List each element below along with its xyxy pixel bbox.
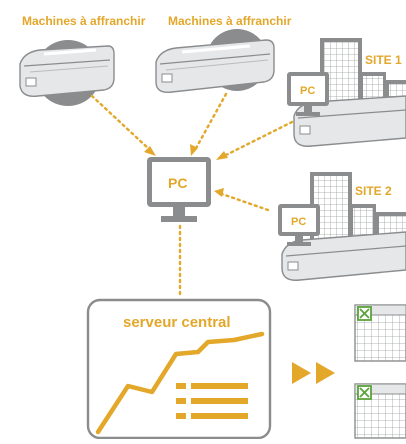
franking-machine-icon [281,231,406,281]
central-server-box: serveur central [86,298,272,440]
franking-machine-icon [293,95,406,147]
checkbox-icon [357,306,372,321]
pc-monitor-icon: PC [287,72,329,116]
machine-label-left: Machines à affranchir [22,14,146,28]
connector-arrowheads [144,144,228,197]
site1-pc-label: PC [300,85,315,97]
pc-monitor-icon: PC [147,157,211,222]
server-label: serveur central [123,314,231,331]
checkbox-icon [357,385,372,400]
spreadsheet-icon [354,383,406,439]
site1-label: SITE 1 [365,53,402,67]
connector-lines [90,92,294,300]
pc-monitor-icon: PC [278,204,320,246]
chart-line-icon [95,331,265,435]
central-pc-label: PC [168,175,187,191]
site2-label: SITE 2 [355,184,392,198]
machine-label-right: Machines à affranchir [168,14,292,28]
double-arrow-icon [292,362,335,384]
franking-machine-icon [19,40,115,106]
site2-pc-label: PC [291,216,306,228]
franking-machine-icon [155,29,275,93]
list-icon [176,383,248,419]
